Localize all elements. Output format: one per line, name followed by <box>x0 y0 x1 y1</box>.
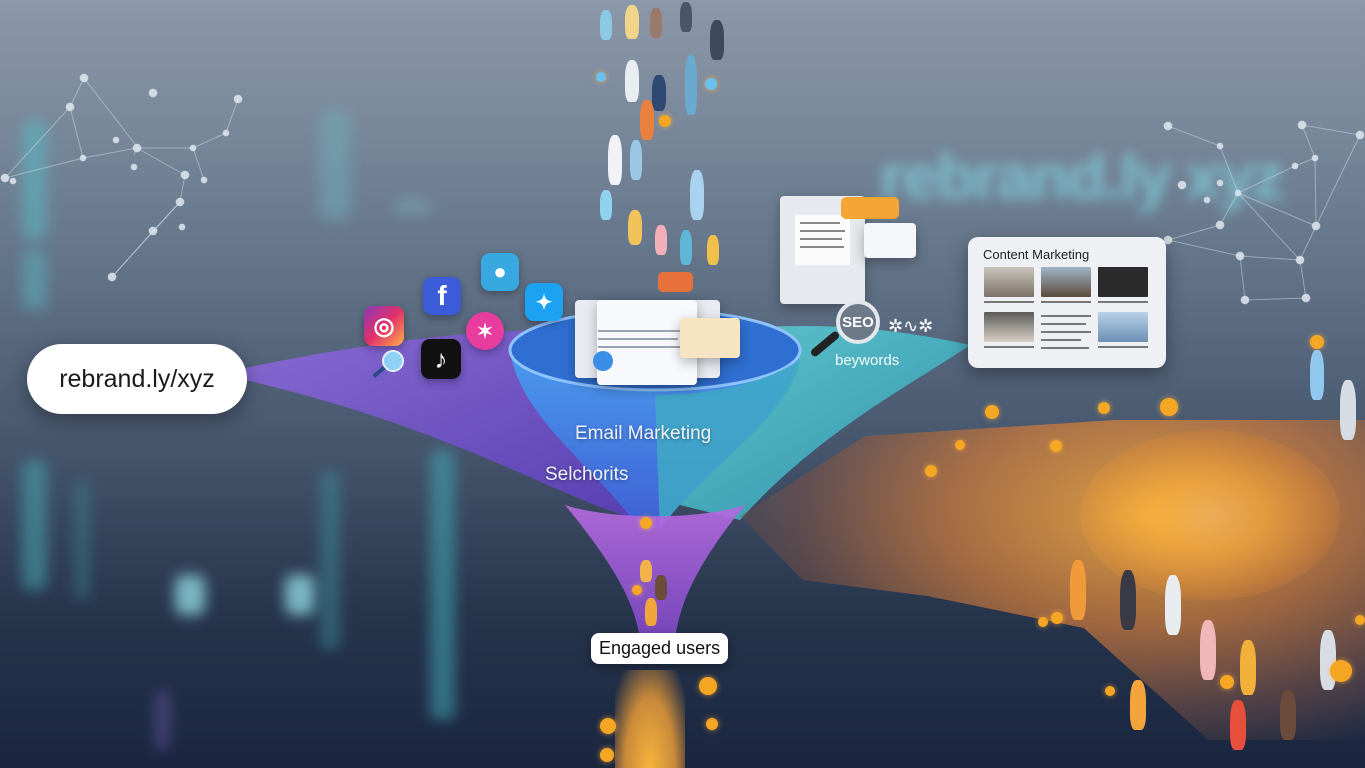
instagram-icon: ◎ <box>364 306 404 346</box>
brand-circle-icon <box>593 351 613 371</box>
thumbnail-woman-presenter <box>984 267 1034 297</box>
twitter-icon: ✦ <box>525 283 563 321</box>
selchorits-label: Selchorits <box>545 464 629 485</box>
thumbnail-man-presenter <box>984 312 1034 342</box>
search-magnifier-icon <box>372 350 404 380</box>
short-url-pill: rebrand.ly/xyz <box>27 344 247 414</box>
content-marketing-title: Content Marketing <box>983 247 1090 262</box>
user-profile-icon: ● <box>481 253 519 291</box>
engaged-users-label: Engaged users <box>591 633 729 664</box>
thumbnail-video-play <box>1098 267 1148 297</box>
pink-app-icon: ✶ <box>466 312 504 350</box>
thumbnail-woman-speaker <box>1041 267 1091 297</box>
message-bubble-icon <box>841 197 899 219</box>
link-icon: ✲∿✲ <box>888 316 934 336</box>
seo-magnifier-icon: SEO <box>836 300 880 344</box>
keywords-label: beywords <box>835 352 900 369</box>
thumbnail-man-smiling <box>1098 312 1148 342</box>
email-marketing-label: Email Marketing <box>575 423 712 444</box>
tiktok-icon: ♪ <box>421 339 461 379</box>
content-marketing-card: Content Marketing <box>968 237 1166 368</box>
blurred-brand-text: rebrand.ly xyz <box>880 141 1284 213</box>
facebook-icon: f <box>423 277 461 315</box>
chat-bubble-icon <box>658 272 693 292</box>
